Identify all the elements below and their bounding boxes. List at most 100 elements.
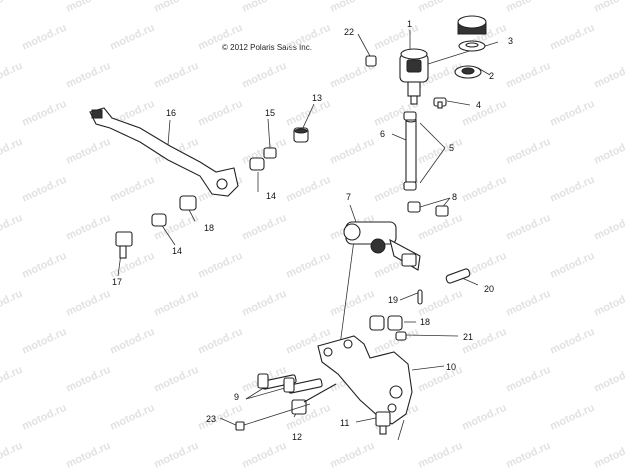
watermark-text: motod.ru bbox=[504, 364, 552, 395]
watermark-text: motod.ru bbox=[20, 174, 68, 205]
callout-label: 21 bbox=[463, 332, 473, 342]
callout-label: 1 bbox=[407, 19, 412, 29]
watermark-text: motod.ru bbox=[284, 22, 332, 53]
copyright-text: © 2012 Polaris Sales Inc. bbox=[222, 43, 312, 52]
part-1-reservoir bbox=[399, 48, 429, 105]
part-14-nut-lower bbox=[151, 213, 167, 227]
leader-lines bbox=[117, 30, 499, 441]
part-2-cap-ring bbox=[454, 65, 482, 79]
watermark-text: motod.ru bbox=[20, 98, 68, 129]
part-5-bushings bbox=[403, 111, 417, 191]
watermark-text: motod.ru bbox=[504, 60, 552, 91]
callout-label: 15 bbox=[265, 108, 275, 118]
watermark-text: motod.ru bbox=[592, 212, 625, 243]
callout-label: 7 bbox=[346, 192, 351, 202]
watermark-text: motod.ru bbox=[64, 60, 112, 91]
part-23-bolt bbox=[235, 403, 311, 431]
watermark-text: motod.ru bbox=[592, 0, 625, 15]
callout-label: 23 bbox=[206, 414, 216, 424]
part-13-bushing bbox=[293, 127, 309, 143]
watermark-text: motod.ru bbox=[108, 22, 156, 53]
part-9-bolts bbox=[257, 373, 323, 394]
watermark-text: motod.ru bbox=[592, 136, 625, 167]
watermark-text: motod.ru bbox=[240, 288, 288, 319]
part-19-cotter bbox=[417, 289, 423, 305]
callout-label: 17 bbox=[112, 277, 122, 287]
watermark-text: motod.ru bbox=[504, 212, 552, 243]
watermark-text: motod.ru bbox=[0, 136, 24, 167]
callout-label: 16 bbox=[166, 108, 176, 118]
part-17-bolt bbox=[115, 231, 133, 259]
watermark-text: motod.ru bbox=[20, 250, 68, 281]
part-12-long-bolt bbox=[291, 383, 337, 415]
watermark-text: motod.ru bbox=[152, 60, 200, 91]
watermark-text: motod.ru bbox=[64, 364, 112, 395]
watermark-text: motod.ru bbox=[504, 0, 552, 15]
watermark-text: motod.ru bbox=[64, 288, 112, 319]
watermark-text: motod.ru bbox=[0, 0, 24, 15]
watermark-text: motod.ru bbox=[328, 288, 376, 319]
part-14-bushing-upper bbox=[249, 157, 265, 171]
part-8-bushings bbox=[407, 201, 449, 217]
callout-label: 2 bbox=[489, 71, 494, 81]
part-18-spacer-left bbox=[179, 195, 197, 211]
watermark-text: motod.ru bbox=[592, 364, 625, 395]
watermark-text: motod.ru bbox=[504, 136, 552, 167]
callout-label: 18 bbox=[204, 223, 214, 233]
watermark-text: motod.ru bbox=[196, 250, 244, 281]
callout-label: 9 bbox=[234, 392, 239, 402]
part-22-nut bbox=[395, 331, 407, 341]
callout-label: 11 bbox=[340, 418, 349, 428]
watermark-text: motod.ru bbox=[416, 0, 464, 15]
callout-label: 13 bbox=[312, 93, 322, 103]
callout-label: 18 bbox=[420, 317, 430, 327]
watermark-text: motod.ru bbox=[240, 60, 288, 91]
watermark-text: motod.ru bbox=[64, 212, 112, 243]
callout-label: 12 bbox=[292, 432, 302, 442]
watermark-text: motod.ru bbox=[328, 0, 376, 15]
watermark-text: motod.ru bbox=[152, 440, 200, 468]
watermark-text: motod.ru bbox=[548, 174, 596, 205]
callout-label: 14 bbox=[266, 191, 276, 201]
watermark-text: motod.ru bbox=[240, 0, 288, 15]
callout-label: 20 bbox=[484, 284, 494, 294]
watermark-text: motod.ru bbox=[108, 174, 156, 205]
part-cap bbox=[457, 15, 487, 35]
part-11-bolt bbox=[375, 411, 391, 435]
part-15-clip bbox=[263, 147, 277, 159]
watermark-text: motod.ru bbox=[328, 136, 376, 167]
part-20-pin bbox=[445, 268, 471, 284]
part-7-master-cylinder bbox=[343, 221, 421, 271]
watermark-text: motod.ru bbox=[108, 402, 156, 433]
watermark-text: motod.ru bbox=[284, 174, 332, 205]
watermark-text: motod.ru bbox=[196, 98, 244, 129]
watermark-text: motod.ru bbox=[460, 174, 508, 205]
watermark-text: motod.ru bbox=[0, 212, 24, 243]
part-21-nut bbox=[365, 55, 377, 67]
watermark-text: motod.ru bbox=[284, 402, 332, 433]
watermark-text: motod.ru bbox=[0, 364, 24, 395]
watermark-text: motod.ru bbox=[0, 440, 24, 468]
watermark-text: motod.ru bbox=[108, 326, 156, 357]
part-16-lever bbox=[89, 107, 239, 197]
watermark-text: motod.ru bbox=[548, 22, 596, 53]
watermark-text: motod.ru bbox=[592, 60, 625, 91]
part-18-spacer-right bbox=[369, 315, 403, 331]
watermark-text: motod.ru bbox=[460, 98, 508, 129]
watermark-text: motod.ru bbox=[240, 212, 288, 243]
watermark-text: motod.ru bbox=[592, 440, 625, 468]
watermark-text: motod.ru bbox=[64, 0, 112, 15]
watermark-text: motod.ru bbox=[592, 288, 625, 319]
part-6-rod bbox=[405, 117, 417, 183]
callout-label: 8 bbox=[452, 192, 457, 202]
watermark-text: motod.ru bbox=[196, 22, 244, 53]
watermark-text: motod.ru bbox=[504, 440, 552, 468]
callout-label: 10 bbox=[446, 362, 456, 372]
watermark-text: motod.ru bbox=[152, 0, 200, 15]
watermark-text: motod.ru bbox=[240, 440, 288, 468]
watermark-text: motod.ru bbox=[548, 326, 596, 357]
watermark-text: motod.ru bbox=[416, 440, 464, 468]
